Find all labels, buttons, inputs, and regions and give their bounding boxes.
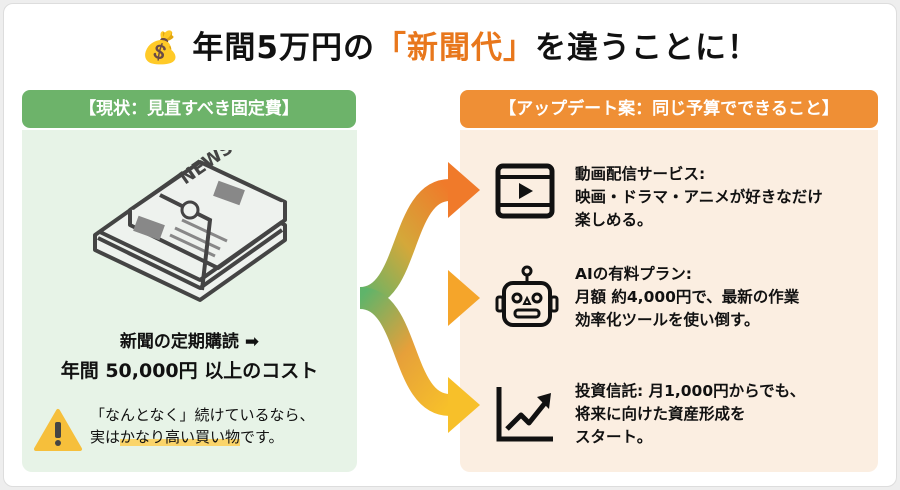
warning-highlight: かなり高い買い物 [120, 428, 241, 446]
warning-text: 「なんとなく」続けているなら、 実はかなり高い買い物です。 [90, 406, 315, 446]
cost-line-1: 新聞の定期購読 ➡ [119, 332, 260, 352]
item-invest: 投資信託: 月1,000円からでも、将来に向けた資産形成をスタート。 [575, 382, 806, 446]
arrow-to-ai [448, 270, 480, 326]
item-ai: AIの有料プラン:月額 約4,000円で、最新の作業効率化ツールを使い倒す。 [575, 265, 800, 329]
robot-icon [495, 265, 559, 327]
update-panel [460, 130, 878, 472]
current-header: 【現状：見直すべき固定費】 [22, 90, 356, 128]
arrow-to-invest [448, 377, 480, 433]
warning-icon [34, 409, 82, 451]
arrow-to-video [448, 162, 480, 218]
newspaper-bundle-icon: NEWS [93, 150, 287, 302]
page-title: 💰 年間5万円の「新聞代」を違うことに！ [141, 30, 759, 66]
update-header: 【アップデート案：同じ予算でできること】 [460, 90, 878, 128]
video-film-icon [495, 163, 555, 219]
title-highlight: 「新聞代」 [374, 30, 535, 66]
branch-arrows [312, 162, 480, 433]
growth-chart-icon [496, 387, 553, 442]
money-bag-icon: 💰 [141, 30, 181, 66]
cost-line-2: 年間 50,000円 以上のコスト [60, 360, 319, 382]
item-video: 動画配信サービス:映画・ドラマ・アニメが好きなだけ楽しめる。 [575, 165, 823, 229]
